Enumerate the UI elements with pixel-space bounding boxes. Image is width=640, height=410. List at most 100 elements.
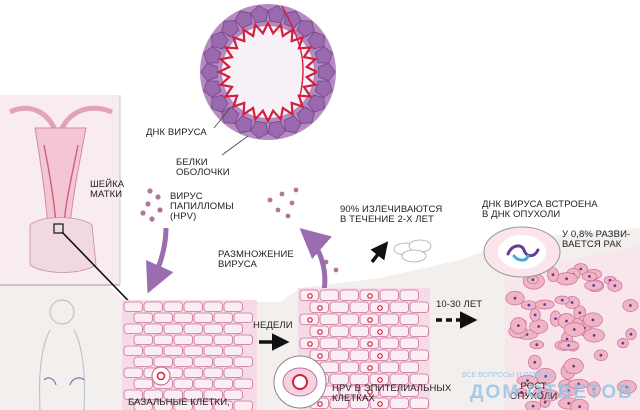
epithelial-cell	[183, 345, 203, 356]
epithelial-cell	[349, 397, 369, 409]
epithelial-cell	[183, 323, 203, 334]
epithelial-cell	[163, 345, 183, 356]
capsomere-protein	[250, 120, 269, 139]
tumor-nucleus	[513, 296, 517, 300]
epithelial-cell	[329, 325, 349, 337]
tumor-nucleus	[531, 404, 535, 408]
tumor-nucleus	[625, 385, 629, 389]
tumor-nucleus	[579, 267, 583, 271]
epithelial-cell	[389, 301, 409, 313]
label-virus-replication: РАЗМНОЖЕНИЕ ВИРУСА	[218, 249, 294, 270]
epithelial-cell	[173, 400, 193, 410]
capsomere-protein	[307, 94, 325, 113]
epithelial-cell	[213, 400, 233, 410]
epithelial-cell	[213, 378, 233, 389]
epithelial-cell	[389, 325, 409, 337]
capsomere-protein	[283, 115, 302, 134]
tumor-nucleus	[591, 318, 595, 322]
tumor-nucleus	[567, 402, 571, 405]
tumor-nucleus	[578, 405, 581, 408]
epithelial-cell	[223, 345, 243, 356]
tumor-nucleus	[533, 360, 537, 364]
watermark-small: ВСЕ ВОПРОСЫ И ОТВЕТЫ	[462, 372, 553, 379]
capsomere-protein	[318, 62, 336, 82]
label-dna-integrated: ДНК ВИРУСА ВСТРОЕНА В ДНК ОПУХОЛИ	[482, 199, 598, 220]
tumor-nucleus	[588, 275, 591, 278]
epithelial-cell	[349, 301, 369, 313]
watermark-big: ДОМ ОТВЕТОВ	[470, 382, 634, 403]
uterus-cervix-illustration	[0, 95, 121, 286]
tumor-nucleus	[544, 374, 547, 378]
epithelial-cell	[213, 312, 233, 323]
capsomere-protein	[296, 19, 315, 38]
capsomere-protein	[283, 10, 302, 29]
epithelial-cell	[223, 367, 243, 378]
protein-pointer-line	[221, 135, 249, 156]
epithelial-cell	[329, 373, 349, 385]
tumor-tissue	[505, 246, 640, 410]
infected-nucleus	[377, 353, 383, 359]
capsomere-protein	[267, 120, 286, 139]
tumor-nucleus	[535, 343, 539, 347]
tumor-nucleus	[531, 278, 535, 282]
epithelial-cell	[329, 349, 349, 361]
epithelial-cell	[173, 378, 193, 389]
infected-nucleus	[377, 305, 383, 311]
tumor-cell	[570, 398, 589, 410]
infected-nucleus	[377, 401, 383, 407]
tumor-nucleus	[567, 344, 570, 347]
epithelial-cell	[153, 312, 173, 323]
label-hpv-virus: ВИРУС ПАПИЛЛОМЫ (HPV)	[170, 191, 234, 222]
epithelial-cell	[409, 301, 429, 313]
label-cured-90: 90% ИЗЛЕЧИВАЮТСЯ В ТЕЧЕНИЕ 2-Х ЛЕТ	[340, 204, 443, 225]
cured-cells	[393, 239, 432, 263]
infected-nucleus	[377, 377, 383, 383]
epithelial-cell	[183, 389, 203, 400]
epithelial-cell	[319, 337, 339, 349]
epithelial-cell	[379, 313, 399, 325]
infected-nucleus	[307, 293, 313, 299]
epithelial-cell	[183, 301, 203, 312]
tumor-nucleus	[629, 332, 633, 336]
infected-nucleus	[367, 389, 373, 395]
infected-nucleus	[367, 317, 373, 323]
tumor-nucleus	[533, 313, 537, 317]
infected-nucleus	[317, 401, 323, 407]
epithelial-cell	[379, 337, 399, 349]
dna-pointer-line	[213, 107, 231, 129]
epithelial-cell	[349, 349, 369, 361]
tumor-nucleus	[565, 277, 568, 281]
epithelial-cell	[409, 349, 429, 361]
epithelial-cell	[399, 361, 419, 373]
epithelial-cell	[153, 400, 173, 410]
epithelial-cell	[399, 385, 419, 397]
label-cervix: ШЕЙКА МАТКИ	[90, 179, 125, 200]
capsomere-protein	[314, 46, 333, 64]
epithelial-cell	[379, 361, 399, 373]
capsomere-protein	[203, 80, 222, 98]
capsomere-protein	[250, 5, 269, 24]
epithelial-cell	[233, 334, 253, 345]
capsomere-protein	[267, 5, 286, 24]
epithelial-cell	[399, 313, 419, 325]
tumor-nucleus	[592, 284, 596, 287]
epithelial-cell	[133, 356, 153, 367]
tumor-nucleus	[592, 387, 596, 391]
capsomere-protein	[221, 19, 240, 38]
epithelial-cell	[143, 301, 163, 312]
epithelial-cell	[123, 367, 143, 378]
epithelial-cell	[143, 389, 163, 400]
capsomere-protein	[221, 106, 240, 125]
tumor-nucleus	[567, 388, 570, 392]
infected-nucleus	[367, 365, 373, 371]
tumor-nucleus	[517, 324, 520, 327]
epithelial-cell	[143, 323, 163, 334]
tumor-nucleus	[565, 319, 568, 323]
epithelial-cell	[193, 356, 213, 367]
epithelial-cell	[193, 378, 213, 389]
epithelial-cell	[223, 323, 243, 334]
epithelial-cell	[143, 345, 163, 356]
capsomere-protein	[307, 31, 325, 50]
epithelial-cell	[379, 385, 399, 397]
infected-cell-closeup	[273, 355, 327, 409]
